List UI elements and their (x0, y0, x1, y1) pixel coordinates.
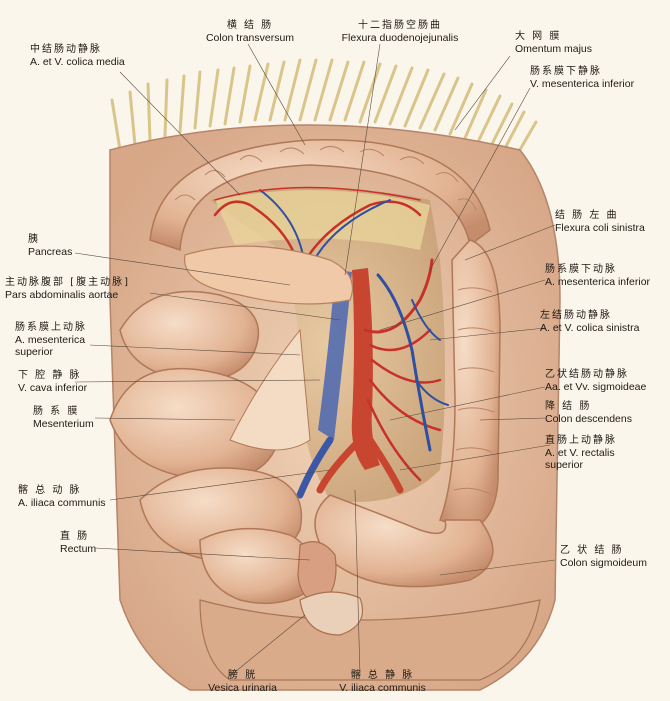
label-la: Aa. et Vv. sigmoideae (545, 381, 647, 393)
label-la: V. cava inferior (18, 382, 88, 394)
label-la: Colon sigmoideum (560, 557, 647, 569)
common-iliac-artery (316, 436, 404, 494)
label-zh: 直 肠 (60, 531, 90, 542)
label-v-mesenterica-inferior: 肠系膜下静脉 V. mesenterica inferior (530, 66, 634, 90)
common-iliac-vein (296, 436, 334, 499)
label-zh: 膀 胱 (227, 670, 258, 681)
label-v-cava-inferior: 下 腔 静 脉 V. cava inferior (18, 370, 87, 394)
omentum-fringe (110, 58, 538, 162)
label-la: Colon transversum (205, 32, 295, 44)
label-sigmoideae: 乙状结肠动静脉 Aa. et Vv. sigmoideae (545, 369, 646, 393)
label-zh: 肠系膜下静脉 (530, 66, 602, 77)
haustra-transverse (174, 146, 477, 211)
label-zh: 肠系膜下动脉 (545, 264, 617, 275)
label-la: V. mesenterica inferior (530, 78, 635, 90)
inferior-mesenteric-vessels (363, 258, 449, 482)
haustra-descending (453, 287, 495, 495)
label-la: Omentum majus (515, 43, 593, 55)
label-a-iliaca-communis: 髂 总 动 脉 A. iliaca communis (18, 485, 106, 509)
label-colica-sinistra: 左结肠动静脉 A. et V. colica sinistra (540, 310, 639, 334)
label-zh: 乙 状 结 肠 (560, 545, 624, 556)
label-colon-transversum: 横 结 肠 Colon transversum (195, 20, 305, 44)
label-la: A. iliaca communis (18, 497, 106, 509)
label-zh: 左结肠动静脉 (540, 310, 612, 321)
descending-colon (439, 239, 501, 531)
pancreas (184, 245, 354, 305)
label-la: A. et V. rectalis (545, 447, 615, 459)
label-zh: 直肠上动静脉 (545, 435, 617, 446)
posterior-cavity (210, 187, 445, 502)
label-zh: 胰 (28, 234, 40, 245)
label-la: Colon descendens (545, 413, 632, 425)
rectum (297, 541, 337, 606)
label-colon-descendens: 降 结 肠 Colon descendens (545, 401, 632, 425)
label-la-2: superior (545, 459, 583, 471)
inferior-vena-cava (318, 270, 352, 440)
label-omentum-majus: 大 网 膜 Omentum majus (515, 31, 592, 55)
label-colica-media: 中结肠动静脉 A. et V. colica media (30, 44, 125, 68)
label-la: A. et V. colica sinistra (540, 322, 640, 334)
urinary-bladder (299, 591, 364, 636)
label-pancreas: 胰 Pancreas (28, 234, 72, 258)
label-zh: 降 结 肠 (545, 401, 592, 412)
label-la: Flexura coli sinistra (555, 222, 645, 234)
label-pars-abdominalis-aortae: 主动脉腹部 [腹主动脉] Pars abdominalis aortae (5, 277, 130, 301)
label-flexura-coli-sinistra: 结 肠 左 曲 Flexura coli sinistra (555, 210, 645, 234)
label-zh: 髂 总 动 脉 (18, 485, 82, 496)
label-la: Pancreas (28, 246, 73, 258)
label-vesica-urinaria: 膀 胱 Vesica urinaria (195, 670, 290, 694)
small-intestine (109, 290, 314, 605)
label-a-mesenterica-inferior: 肠系膜下动脉 A. mesenterica inferior (545, 264, 650, 288)
label-la-2: superior (15, 346, 53, 358)
label-colon-sigmoideum: 乙 状 结 肠 Colon sigmoideum (560, 545, 647, 569)
label-la: Vesica urinaria (208, 682, 277, 694)
label-zh: 乙状结肠动静脉 (545, 369, 629, 380)
label-mesenterium: 肠 系 膜 Mesenterium (33, 406, 94, 430)
label-la: V. iliaca communis (339, 682, 426, 694)
label-zh: 大 网 膜 (515, 31, 562, 42)
label-la: Rectum (60, 543, 97, 555)
label-a-mesenterica-superior: 肠系膜上动脉 A. mesenterica superior (15, 322, 87, 358)
label-v-iliaca-communis: 髂 总 静 脉 V. iliaca communis (330, 670, 435, 694)
leader-lines (74, 43, 556, 677)
transverse-colon (149, 139, 491, 252)
label-zh: 肠系膜上动脉 (15, 322, 87, 333)
label-la: A. mesenterica inferior (545, 276, 651, 288)
label-zh: 下 腔 静 脉 (18, 370, 82, 381)
label-zh: 中结肠动静脉 (30, 44, 102, 55)
abdominal-aorta (351, 268, 380, 470)
label-la: A. mesenterica (15, 334, 86, 346)
label-zh: 髂 总 静 脉 (350, 670, 415, 681)
label-zh: 肠 系 膜 (33, 406, 80, 417)
label-flexura-duodenojejunalis: 十二指肠空肠曲 Flexura duodenojejunalis (340, 20, 460, 44)
mesentery-fan (229, 328, 311, 451)
label-zh: 横 结 肠 (226, 20, 274, 31)
label-la: A. et V. colica media (30, 56, 125, 68)
label-zh: 结 肠 左 曲 (555, 210, 619, 221)
mesocolon-fat (215, 190, 430, 250)
sigmoid-colon (314, 494, 494, 588)
label-la: Mesenterium (33, 418, 94, 430)
label-la: Pars abdominalis aortae (5, 289, 119, 301)
label-rectalis-superior: 直肠上动静脉 A. et V. rectalis superior (545, 435, 617, 471)
label-rectum: 直 肠 Rectum (60, 531, 96, 555)
label-la: Flexura duodenojejunalis (341, 32, 459, 44)
label-zh: 主动脉腹部 [腹主动脉] (5, 277, 130, 288)
label-zh: 十二指肠空肠曲 (358, 20, 442, 31)
